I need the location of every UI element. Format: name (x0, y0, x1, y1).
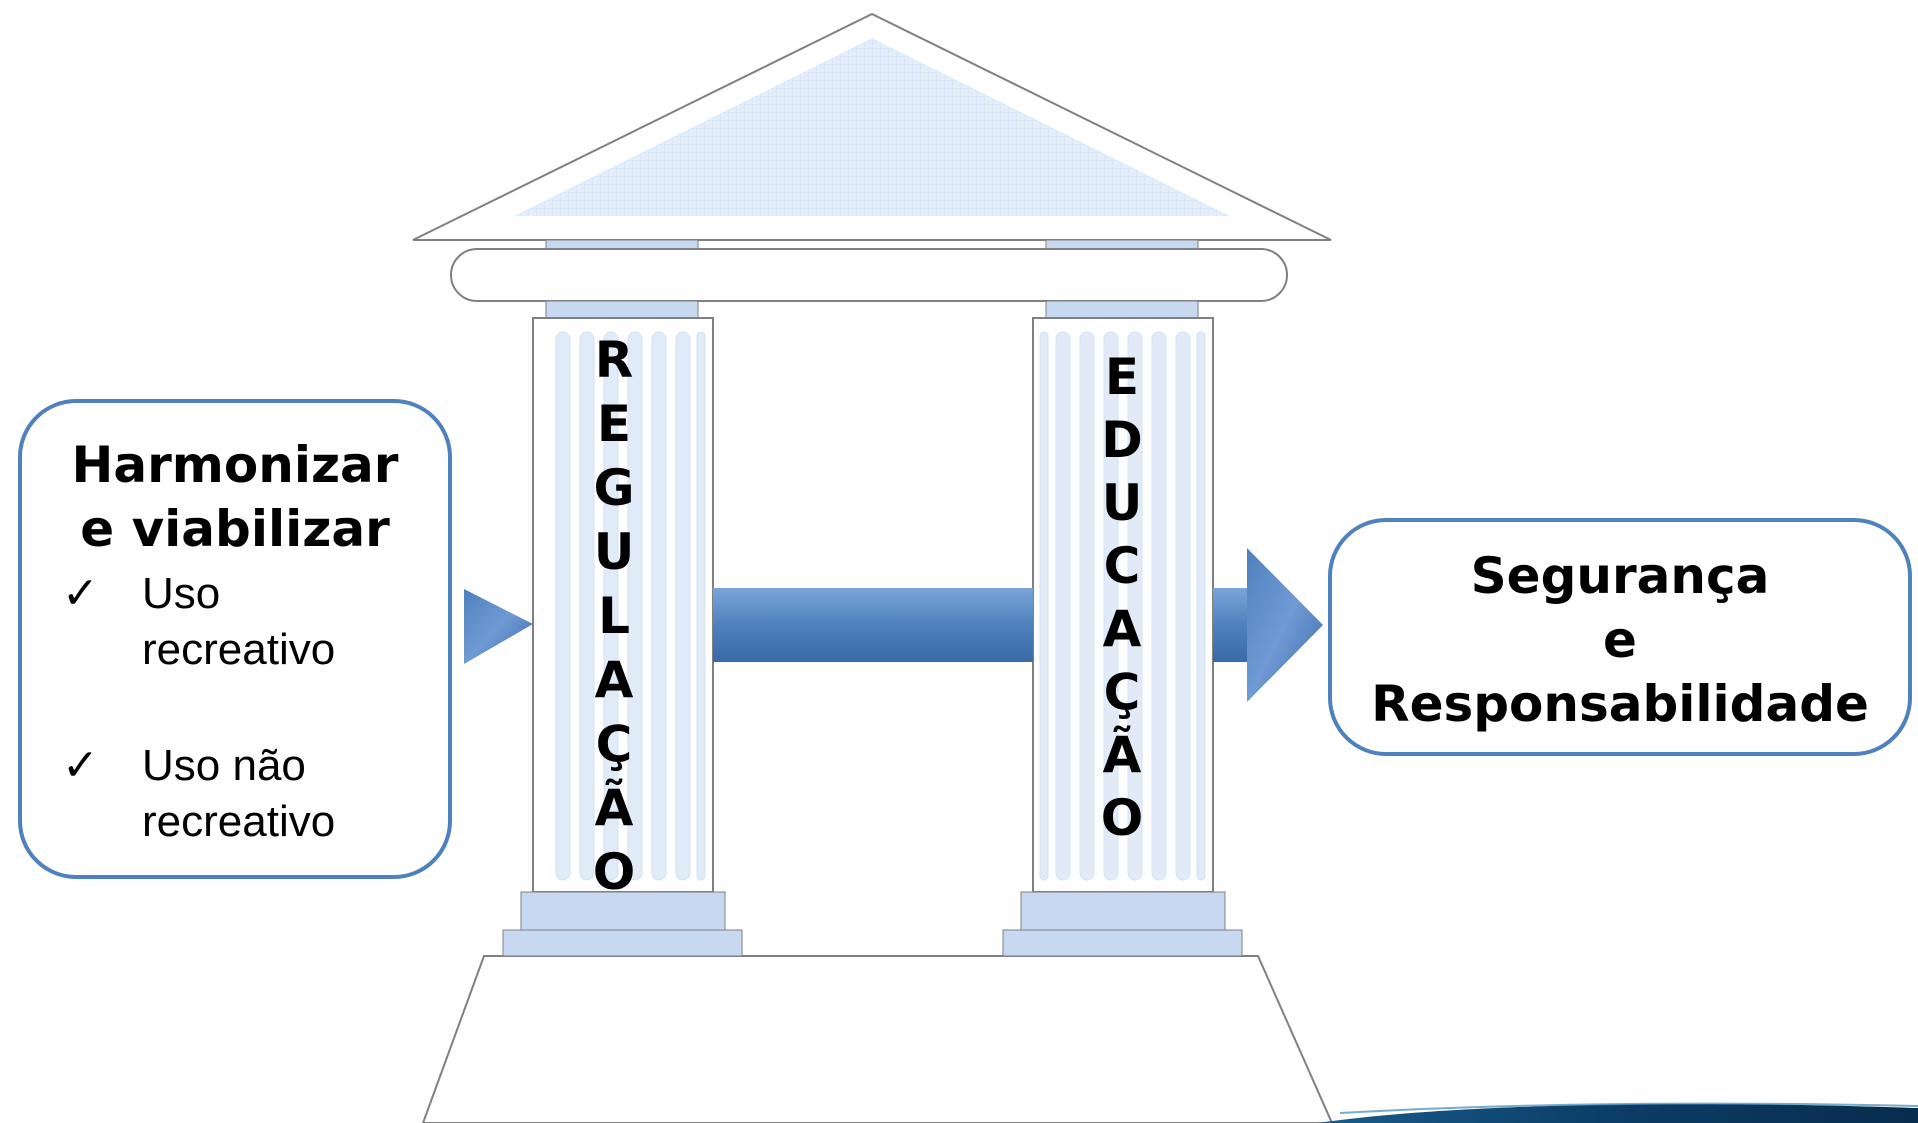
right-pillar (1032, 317, 1214, 893)
left-input-box: Harmonizar e viabilizar ✓ Uso recreativo… (18, 399, 452, 879)
left-box-heading: Harmonizar e viabilizar (71, 436, 399, 558)
right-base-upper (1020, 891, 1226, 931)
left-capital (545, 300, 699, 319)
roof-inner (514, 38, 1230, 216)
right-result-box: Segurança e Responsabilidade (1328, 518, 1912, 756)
right-capital (1045, 300, 1199, 319)
corner-swoosh (1318, 1103, 1918, 1123)
left-pillar (532, 317, 714, 893)
temple-beam (450, 248, 1288, 302)
checkmark-icon: ✓ (62, 569, 99, 618)
checkmark-icon: ✓ (62, 741, 99, 790)
flow-arrow (464, 548, 1323, 702)
pillar-label-educacao: E D U C A Ç Ã O (1100, 348, 1144, 847)
left-base-lower (502, 929, 743, 957)
pillar-label-regulacao: R E G U L A Ç Ã O (592, 331, 636, 901)
right-base-lower (1002, 929, 1243, 957)
right-box-heading: Segurança e Responsabilidade (1371, 547, 1869, 733)
temple-base (421, 955, 1334, 1123)
